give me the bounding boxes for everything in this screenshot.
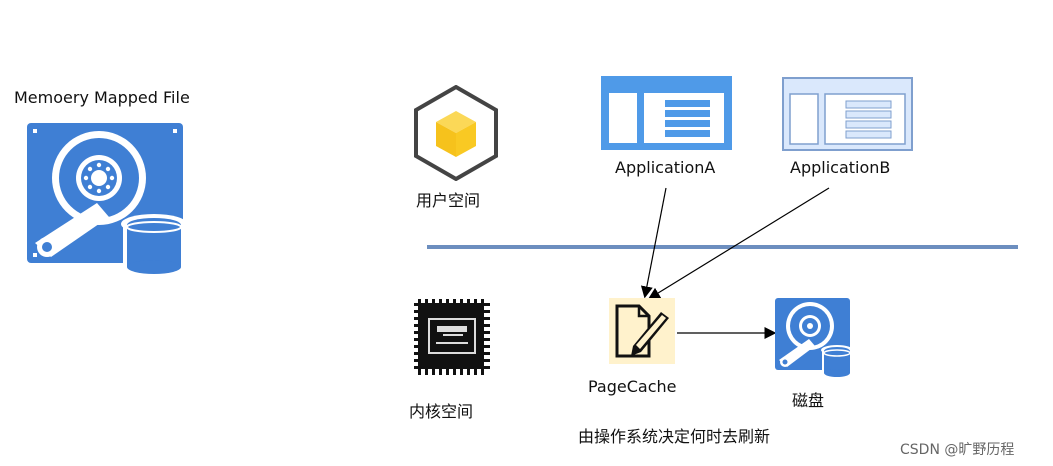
application-a-icon (601, 76, 732, 150)
watermark: CSDN @旷野历程 (900, 442, 1015, 458)
arrow-appa-to-pagecache (640, 187, 667, 299)
document-edit-icon (609, 298, 675, 364)
user-space-label: 用户空间 (416, 191, 481, 210)
application-a-label: ApplicationA (615, 158, 716, 177)
application-b-icon (782, 77, 913, 151)
hard-disk-icon (27, 123, 187, 275)
application-b-label: ApplicationB (790, 158, 891, 177)
disk-label: 磁盘 (792, 391, 825, 410)
flush-note: 由操作系统决定何时去刷新 (578, 427, 771, 446)
diagram-title: Memoery Mapped File (14, 88, 190, 107)
kernel-space-label: 内核空间 (409, 402, 474, 421)
disk-icon (775, 298, 853, 380)
cube-icon (412, 85, 500, 181)
cpu-chip-icon (412, 297, 492, 377)
page-cache-label: PageCache (588, 377, 677, 396)
arrow-appb-to-pagecache (647, 187, 830, 300)
